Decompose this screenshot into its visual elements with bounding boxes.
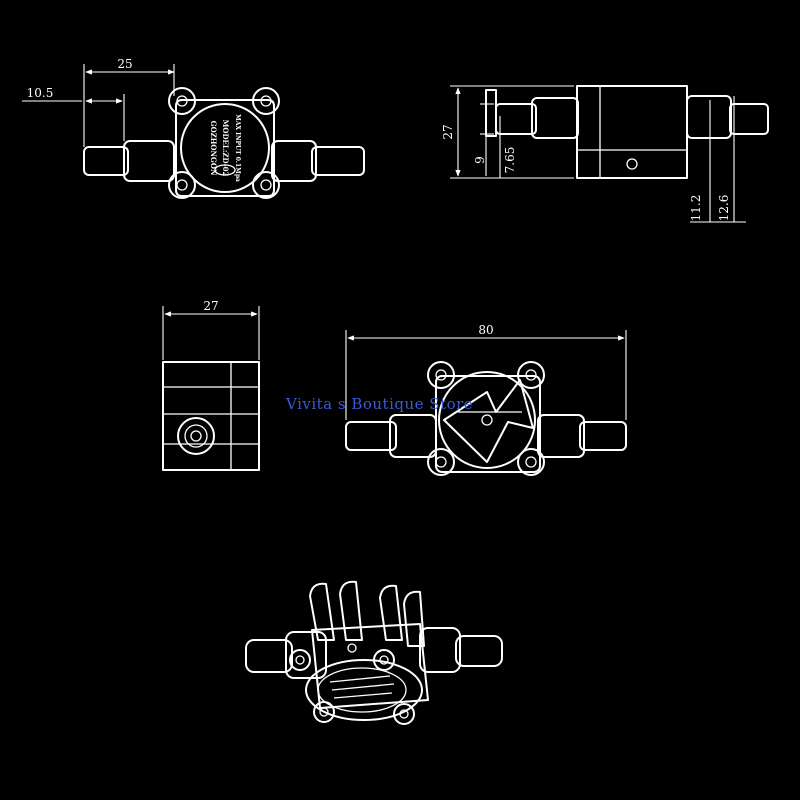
dim-overall-length: 80 [478, 323, 493, 337]
label-plate: GOZHONGON MODEL:ZD-02 MAX INPUT 0.1Mpa [209, 114, 241, 182]
dim-top-offset: 10.5 [27, 86, 54, 100]
dim-side-outlet: 11.2 [689, 195, 703, 222]
plate-brand: GOZHONGON [209, 121, 218, 176]
dim-top-width: 25 [117, 57, 132, 71]
dim-side-inner2: 7.65 [503, 147, 517, 174]
plate-model: MODEL:ZD-02 [221, 120, 230, 177]
screw-ears-main [427, 361, 545, 476]
side-view-top: 27 9 7.65 11.2 12.6 [441, 85, 769, 223]
dim-end-width: 27 [203, 299, 218, 313]
screw-ears [168, 87, 280, 199]
dim-side-outlet2: 12.6 [717, 195, 731, 222]
isometric-view [245, 580, 503, 725]
watermark: Vivita s Boutique Store [285, 395, 473, 413]
end-view: 27 [162, 299, 260, 471]
dim-side-inner: 9 [473, 156, 487, 164]
plate-note: MAX INPUT 0.1Mpa [234, 114, 241, 182]
front-view-main: 80 [345, 323, 627, 476]
dim-side-height: 27 [441, 124, 455, 139]
iso-plate-lines [329, 675, 395, 699]
front-view-top: GOZHONGON MODEL:ZD-02 MAX INPUT 0.1Mpa 2… [22, 57, 365, 199]
